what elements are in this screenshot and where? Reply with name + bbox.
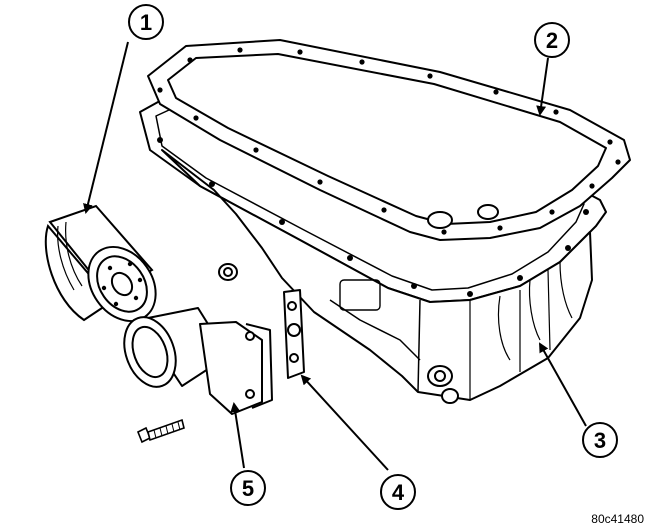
callout-5: 5 bbox=[230, 470, 266, 506]
leader-line-2 bbox=[536, 57, 549, 116]
leader-line-3 bbox=[539, 342, 587, 427]
leader-line-1 bbox=[83, 41, 129, 214]
callout-2: 2 bbox=[534, 22, 570, 58]
callout-5-number: 5 bbox=[242, 476, 254, 501]
leader-line-5 bbox=[230, 402, 245, 469]
leader-lines bbox=[83, 41, 587, 471]
callout-3: 3 bbox=[582, 422, 618, 458]
callout-2-number: 2 bbox=[546, 28, 558, 53]
mounting-bolt bbox=[136, 418, 185, 444]
callout-4-number: 4 bbox=[392, 480, 405, 505]
leader-line-4 bbox=[300, 374, 389, 471]
adapter-gasket bbox=[283, 289, 305, 379]
oil-pan-gasket bbox=[147, 39, 631, 241]
callout-1-number: 1 bbox=[140, 10, 152, 35]
oil-filter-adapter bbox=[123, 307, 273, 415]
callout-3-number: 3 bbox=[594, 428, 606, 453]
callout-4: 4 bbox=[380, 474, 416, 510]
callout-1: 1 bbox=[128, 4, 164, 40]
oil-filter bbox=[44, 204, 157, 323]
figure-reference-code: 80c41480 bbox=[591, 512, 644, 526]
